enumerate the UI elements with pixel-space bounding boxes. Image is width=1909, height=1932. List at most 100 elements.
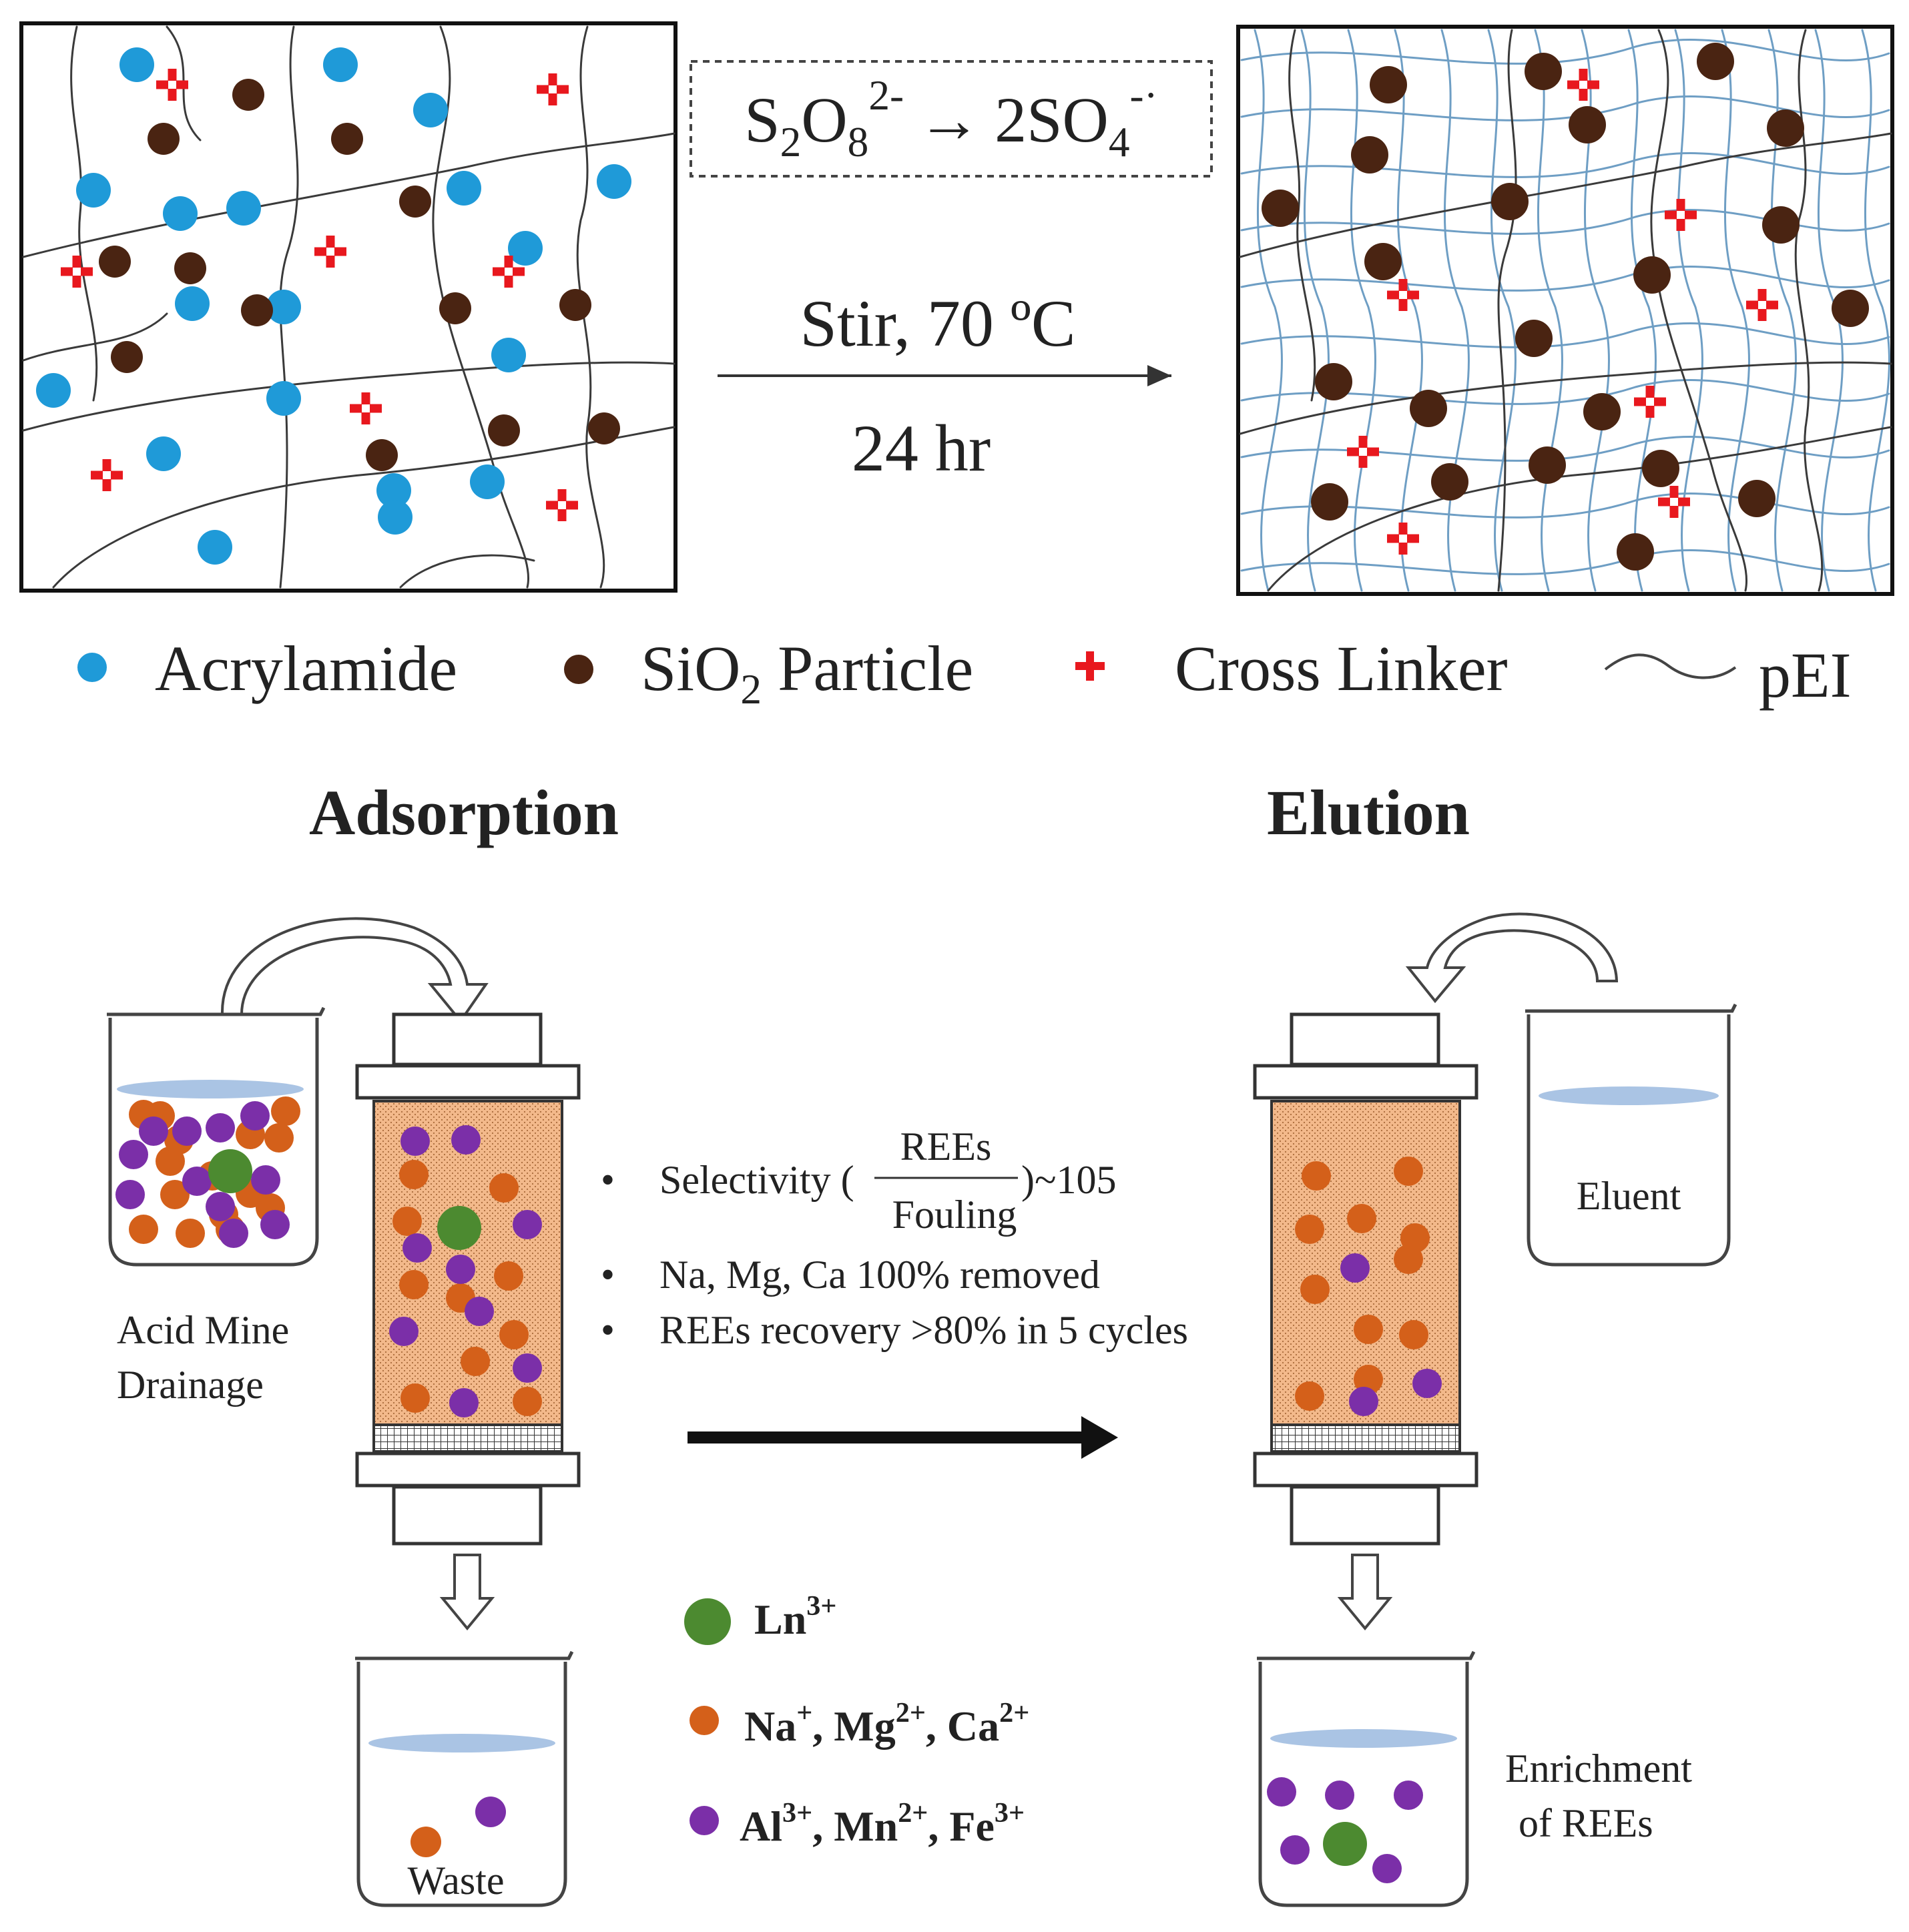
cross-linker-marker	[156, 69, 188, 101]
beaker-liquid	[1270, 1729, 1457, 1748]
acrylamide-molecule	[119, 47, 154, 82]
ion-na-mg-ca	[1354, 1365, 1383, 1394]
ion-al-mn-fe	[513, 1210, 542, 1239]
acrylamide-molecule	[76, 173, 111, 208]
acrylamide-molecule	[146, 436, 181, 471]
pei-chain	[1240, 265, 1890, 292]
legend-acrylamide-label: Acrylamide	[155, 633, 457, 704]
ion-al-mn-fe	[449, 1388, 479, 1417]
cross-linker-marker	[493, 256, 525, 288]
cross-linker-marker	[91, 459, 123, 491]
ion-al-mn-fe	[1394, 1781, 1423, 1810]
sio2-particle	[1410, 390, 1447, 427]
cross-linker-marker	[1746, 289, 1778, 321]
pei-chain	[1721, 29, 1750, 592]
bullet-removal-mark: •	[601, 1253, 615, 1297]
particles-right	[1262, 43, 1869, 571]
sio2-particle	[1617, 533, 1654, 571]
ion-al-mn-fe	[115, 1180, 145, 1209]
sio2-particle	[1832, 290, 1869, 327]
pei-chain	[22, 361, 675, 432]
ion-ln	[437, 1206, 481, 1250]
sio2-particle	[1569, 106, 1606, 143]
ion-na-mg-ca	[160, 1180, 190, 1209]
ion-na-mg-ca	[489, 1173, 519, 1203]
cross-linker-marker	[1387, 279, 1419, 311]
acrylamide-molecule	[597, 164, 631, 199]
pei-chain	[279, 25, 299, 589]
adsorption-title: Adsorption	[309, 777, 619, 848]
acrylamide-molecule	[198, 530, 232, 565]
condition-time: 24 hr	[852, 411, 991, 485]
sio2-particle	[99, 246, 131, 278]
selectivity-numerator: REEs	[900, 1124, 992, 1169]
ion-al-mn-fe	[1280, 1835, 1310, 1865]
cross-linker-marker	[350, 392, 382, 424]
ion-al-mn-fe	[1349, 1387, 1378, 1416]
recovery-text: REEs recovery >80% in 5 cycles	[659, 1308, 1188, 1352]
sio2-particle	[1370, 66, 1407, 103]
sio2-particle	[1515, 320, 1553, 357]
acrylamide-molecule	[266, 381, 301, 416]
waste-label: Waste	[407, 1859, 504, 1903]
ion-al-mn-fe	[1340, 1253, 1370, 1283]
sio2-particle	[1315, 363, 1352, 400]
pei-chain	[1347, 29, 1376, 592]
sio2-particle	[1491, 183, 1529, 220]
eluent-curved-arrow	[1405, 912, 1619, 1004]
enrichment-down-arrow	[1337, 1554, 1393, 1631]
cross-linker-marker	[1658, 486, 1690, 518]
ion-na-mg-ca	[399, 1160, 429, 1189]
ion-na-mg-ca	[1399, 1320, 1428, 1349]
legend-cross-linker-marker	[1075, 651, 1105, 681]
removal-text: Na, Mg, Ca 100% removed	[659, 1253, 1100, 1297]
ion-legend-group2-marker	[690, 1706, 719, 1735]
polymerized-network-panel	[1236, 25, 1894, 596]
ion-legend-group3-marker	[690, 1806, 719, 1835]
bullet-selectivity-mark: •	[601, 1158, 615, 1202]
selectivity-prefix: Selectivity (	[659, 1158, 854, 1202]
cross-linker-marker	[1665, 199, 1697, 231]
cross-linker-marker	[1387, 523, 1419, 555]
bullet-recovery-mark: •	[601, 1308, 615, 1352]
pei-chain	[1394, 29, 1423, 592]
sio2-particle	[1311, 483, 1348, 521]
pei-chain	[1240, 492, 1890, 519]
sio2-particle	[232, 79, 264, 111]
eluent-label: Eluent	[1577, 1174, 1681, 1218]
ion-al-mn-fe	[451, 1125, 481, 1155]
ion-al-mn-fe	[513, 1353, 542, 1383]
sio2-particle	[1529, 446, 1566, 484]
sio2-particle	[1351, 136, 1388, 174]
sio2-particle	[1525, 53, 1562, 90]
cross-linker-marker	[1567, 69, 1599, 101]
column-frit	[372, 1423, 563, 1453]
ion-al-mn-fe	[172, 1116, 202, 1146]
ion-legend: Ln3+ Na+, Mg2+, Ca2+ Al3+, Mn2+, Fe3+	[684, 1590, 1029, 1850]
ion-na-mg-ca	[1295, 1381, 1324, 1411]
pei-chain	[52, 426, 675, 589]
waste-down-arrow	[439, 1554, 495, 1631]
ion-legend-ln-label: Ln3+	[754, 1590, 836, 1643]
pei-chain	[399, 554, 535, 589]
ion-al-mn-fe	[1325, 1781, 1354, 1810]
waste-ion-al-mn-fe	[475, 1797, 506, 1827]
cross-linker-marker	[314, 236, 346, 268]
sio2-particle	[331, 123, 363, 155]
ion-na-mg-ca	[1394, 1245, 1423, 1274]
pei-chain	[1288, 29, 1316, 402]
reaction-conditions: S2O82-→2SO4-· Stir, 70 ºC 24 hr	[690, 60, 1213, 485]
acrylamide-molecule	[163, 196, 198, 231]
sio2-particle	[1262, 190, 1299, 227]
ion-na-mg-ca	[494, 1261, 523, 1291]
sio2-particle	[1364, 243, 1402, 280]
pei-chain	[1240, 95, 1890, 121]
pei-chain	[70, 25, 98, 402]
sio2-particle	[111, 341, 143, 373]
sio2-particle	[1767, 109, 1804, 147]
pei-chain	[22, 312, 168, 362]
legend-pei-label: pEI	[1759, 639, 1852, 711]
beaker-liquid	[1539, 1086, 1719, 1105]
ion-al-mn-fe	[206, 1113, 235, 1143]
ion-al-mn-fe	[402, 1233, 432, 1263]
